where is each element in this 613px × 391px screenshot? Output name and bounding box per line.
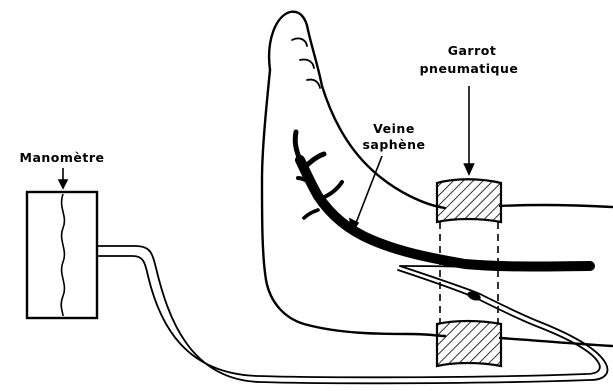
veine-label-line1: Veine (360, 122, 428, 136)
manometre-label-text: Manomètre (2, 151, 122, 165)
garrot-label-2: pneumatique (414, 62, 524, 76)
veine-label-2: saphène (356, 138, 432, 152)
tourniquet-cuff (437, 179, 501, 366)
manometer (27, 192, 97, 318)
garrot-label-line2: pneumatique (414, 62, 524, 76)
garrot-label-line1: Garrot (440, 44, 504, 58)
manometre-label: Manomètre (2, 151, 122, 165)
garrot-label: Garrot (440, 44, 504, 58)
veine-label: Veine (360, 122, 428, 136)
veine-label-line2: saphène (356, 138, 432, 152)
